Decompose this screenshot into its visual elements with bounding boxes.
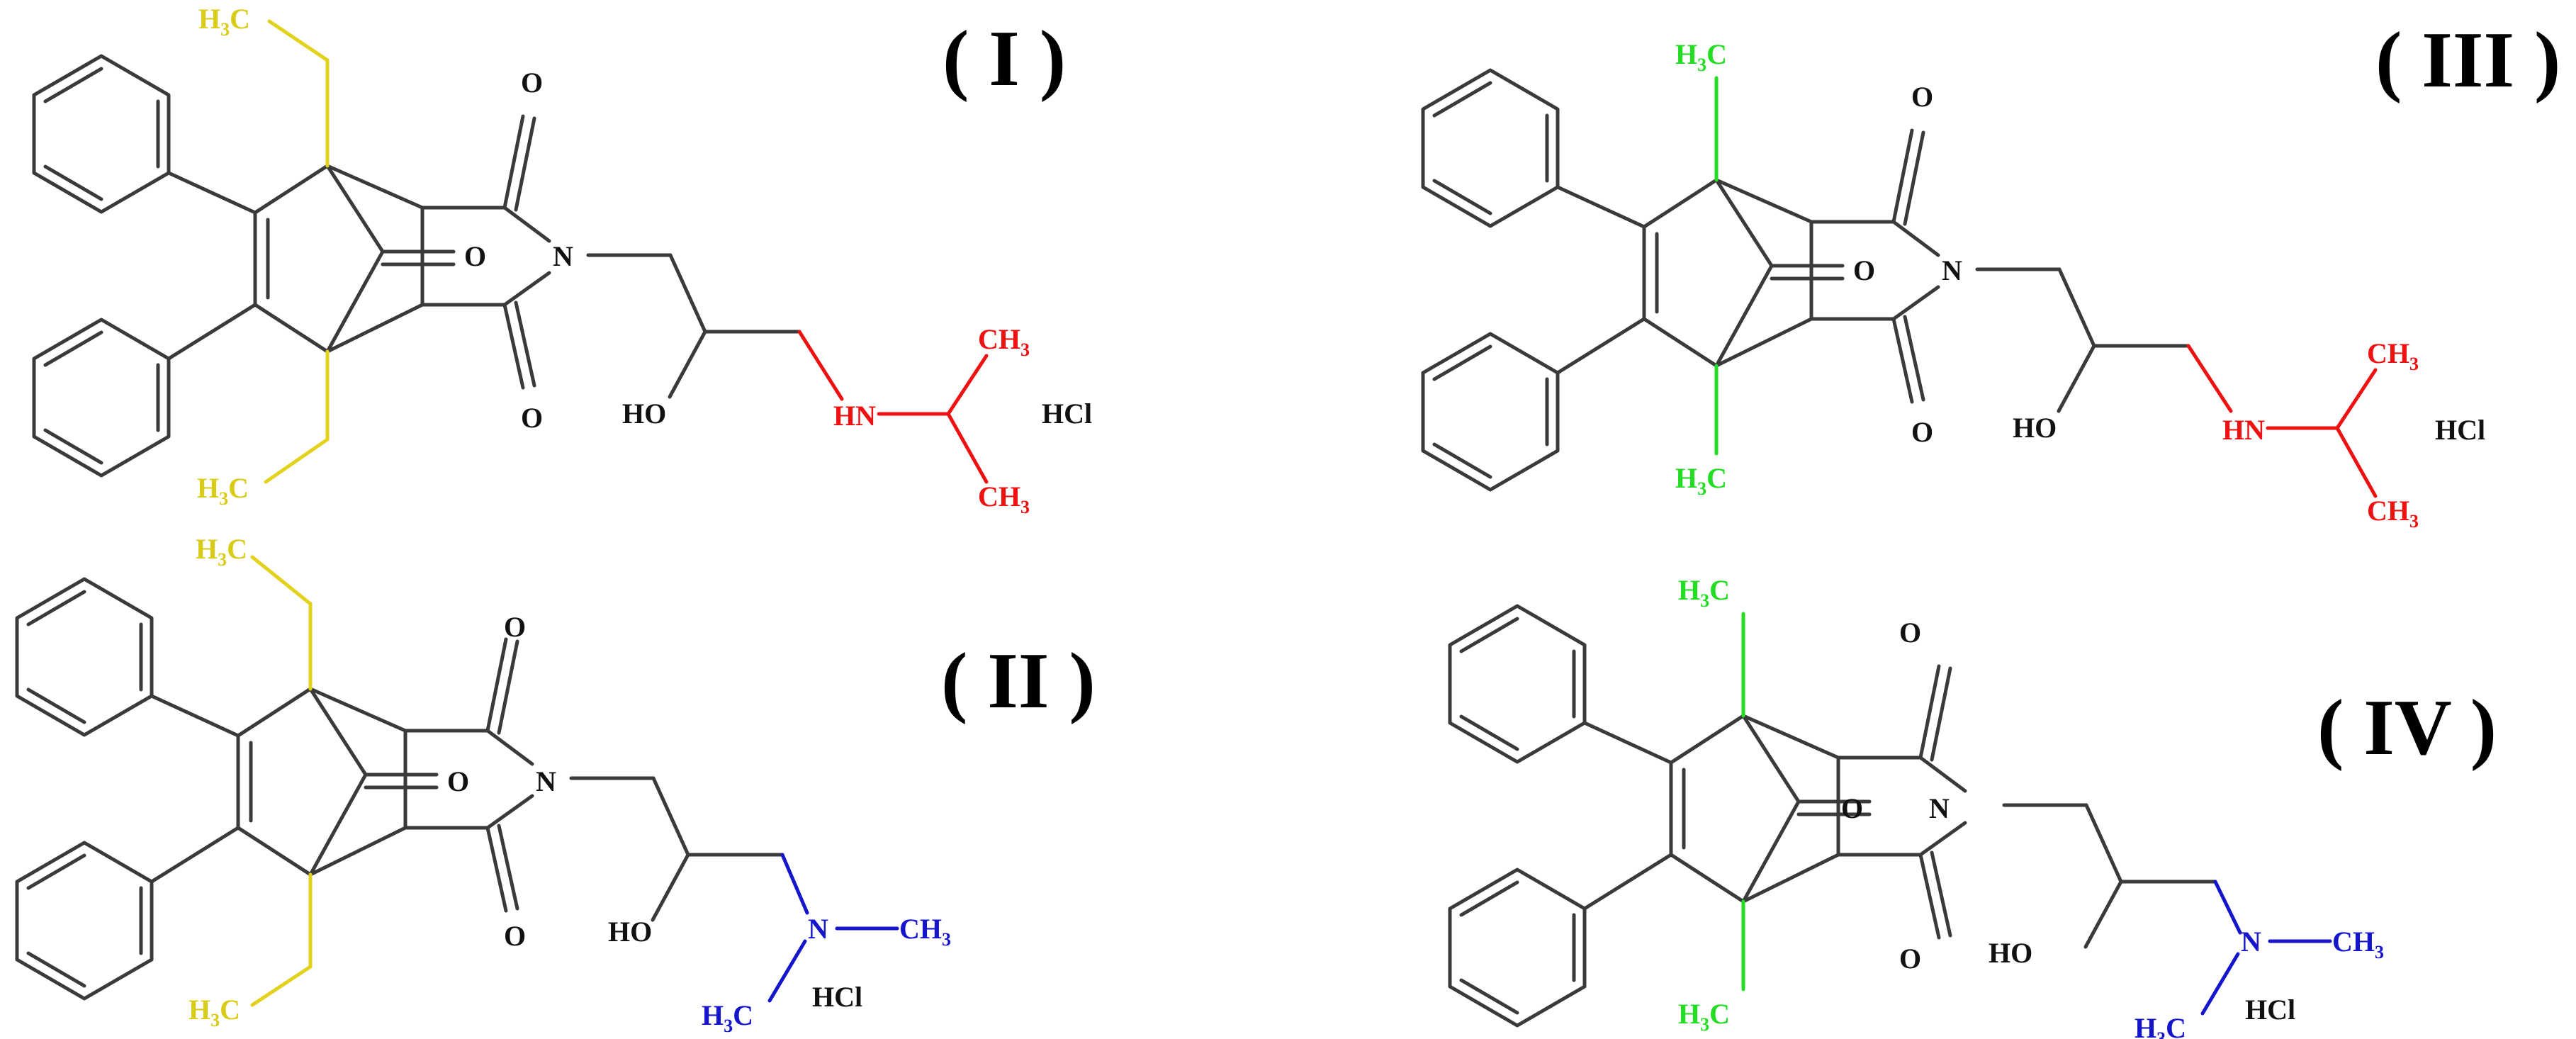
label-IV: ( IV ) bbox=[2317, 684, 2497, 772]
structure-III: H3C H3C O O O N HO HN CH3 CH3 HCl ( III … bbox=[1423, 16, 2560, 532]
nitrogen-label: N bbox=[536, 765, 556, 797]
amine-label: N bbox=[808, 913, 828, 945]
methyl-label: CH3 bbox=[899, 913, 951, 950]
amine-label: HN bbox=[2222, 414, 2265, 446]
methyl-label: CH3 bbox=[2367, 495, 2419, 532]
methyl-label: CH3 bbox=[2367, 337, 2419, 374]
oxygen-label: O bbox=[1841, 792, 1863, 824]
hydroxyl-label: HO bbox=[622, 398, 666, 429]
amine-label: HN bbox=[833, 400, 876, 432]
oxygen-label: O bbox=[521, 402, 543, 434]
hcl-label: HCl bbox=[2435, 414, 2485, 446]
oxygen-label: O bbox=[1899, 943, 1921, 975]
oxygen-label: O bbox=[1911, 81, 1933, 113]
hydroxyl-label: HO bbox=[608, 916, 652, 948]
label-III: ( III ) bbox=[2375, 16, 2560, 104]
ethyl-label-top: H3C bbox=[196, 533, 247, 570]
oxygen-label: O bbox=[504, 611, 526, 643]
oxygen-label: O bbox=[521, 67, 543, 99]
nitrogen-label: N bbox=[1929, 792, 1950, 824]
methyl-label: H3C bbox=[702, 999, 753, 1036]
hcl-label: HCl bbox=[812, 981, 862, 1013]
oxygen-label: O bbox=[504, 920, 526, 952]
methyl-label: CH3 bbox=[2332, 926, 2384, 962]
methyl-label: CH3 bbox=[978, 323, 1030, 360]
label-II: ( II ) bbox=[941, 637, 1096, 725]
methyl-label: CH3 bbox=[978, 481, 1030, 517]
oxygen-label: O bbox=[1911, 416, 1933, 448]
hydroxyl-label: HO bbox=[1989, 937, 2032, 969]
hcl-label: HCl bbox=[1042, 398, 1092, 429]
structure-IV: H3C H3C O O O N HO N CH3 H3C HCl ( IV ) bbox=[1450, 574, 2497, 1039]
amine-label: N bbox=[2241, 926, 2261, 957]
methyl-label-bottom: H3C bbox=[1675, 462, 1727, 499]
methyl-label: H3C bbox=[2135, 1012, 2186, 1039]
ethyl-label-top: H3C bbox=[198, 3, 250, 40]
structure-I: H3C H3C O O O N HO HN CH3 CH3 HCl ( I ) bbox=[34, 3, 1092, 517]
hcl-label: HCl bbox=[2245, 994, 2295, 1026]
methyl-label-top: H3C bbox=[1675, 38, 1727, 75]
oxygen-label: O bbox=[1899, 617, 1921, 648]
label-I: ( I ) bbox=[943, 15, 1066, 103]
oxygen-label: O bbox=[1853, 254, 1875, 286]
ethyl-label-bottom: H3C bbox=[197, 472, 249, 509]
oxygen-label: O bbox=[447, 765, 469, 797]
ethyl-label-bottom: H3C bbox=[189, 994, 240, 1030]
methyl-label-top: H3C bbox=[1678, 574, 1730, 611]
nitrogen-label: N bbox=[553, 240, 573, 272]
nitrogen-label: N bbox=[1942, 254, 1962, 286]
hydroxyl-label: HO bbox=[2013, 412, 2057, 444]
structure-II: H3C H3C O O O N HO N CH3 H3C HCl ( II ) bbox=[17, 533, 1096, 1036]
oxygen-label: O bbox=[464, 240, 486, 272]
methyl-label-bottom: H3C bbox=[1678, 998, 1730, 1035]
